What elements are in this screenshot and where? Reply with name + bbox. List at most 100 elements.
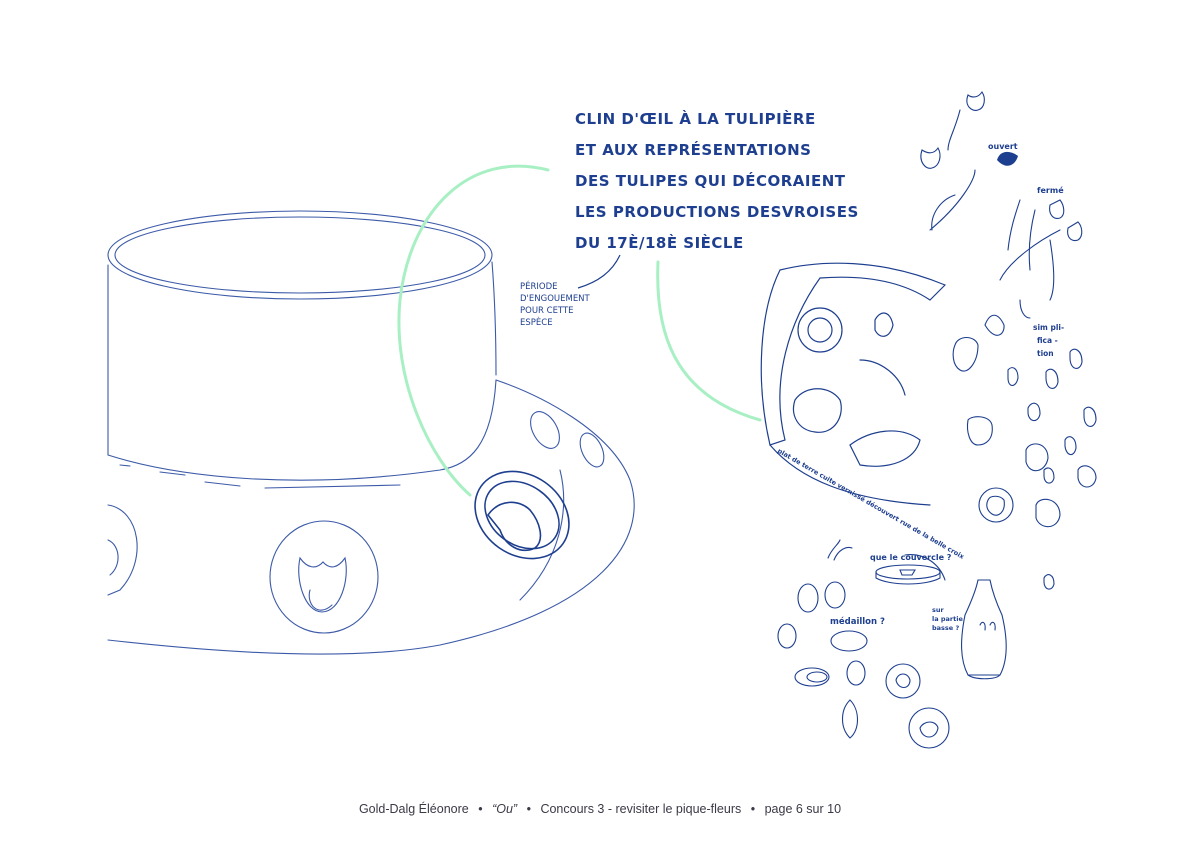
medallion-option-1	[797, 583, 819, 613]
tulip-stem-2	[947, 109, 961, 151]
footer-title: “Ou”	[492, 802, 518, 816]
annotation-period-line-4: espèce	[520, 318, 553, 328]
vase-rim-outer	[107, 210, 493, 300]
label-partie-basse-3: basse ?	[932, 624, 959, 632]
simplified-tulip-10	[1064, 436, 1077, 456]
simplified-tulip-4	[1045, 368, 1059, 389]
simplified-medallion-1-tulip	[986, 495, 1005, 516]
simplified-tulip-12	[1043, 467, 1055, 484]
label-ouvert: ouvert	[988, 142, 1018, 151]
vase-band-left	[119, 464, 186, 476]
medallion-option-7-tulip	[895, 673, 911, 689]
medallion-option-3	[777, 623, 797, 649]
plate-flower	[849, 430, 921, 467]
vase-hole-2	[579, 432, 605, 468]
lid-knob	[899, 569, 916, 576]
footer-separator: •	[526, 802, 531, 816]
footer-separator: •	[478, 802, 483, 816]
plate-stem	[859, 359, 906, 396]
annotation-period-line-3: pour cette	[520, 306, 574, 316]
label-simplification-2: fica -	[1037, 336, 1058, 345]
tulip-stems-closed	[1007, 199, 1036, 271]
tulip-motif-front	[298, 556, 347, 613]
plate-bud	[874, 312, 894, 337]
vase-base-sketch	[961, 579, 1007, 676]
annotation-main: Clin d'œil à la tulipière et aux représe…	[575, 104, 859, 259]
plate-scroll-1-inner	[807, 317, 833, 343]
plate-scroll-1	[797, 307, 843, 353]
simplified-tulip-1	[984, 314, 1005, 336]
annotation-main-line-1: Clin d'œil à la tulipière	[575, 110, 816, 128]
connector-period-note	[577, 254, 621, 289]
medallion-option-5	[794, 667, 830, 687]
medallion-option-6	[846, 660, 866, 686]
vase-medallion-front	[269, 520, 379, 634]
tulip-closed-2	[1067, 221, 1083, 242]
simplification-arrow	[1019, 299, 1031, 319]
footer-page-number: page 6 sur 10	[764, 802, 842, 816]
vase-medallion-highlight-inner	[484, 480, 560, 550]
footer-separator: •	[750, 802, 756, 816]
plate-rim	[760, 262, 947, 446]
connector-to-medallion	[397, 164, 550, 497]
label-partie-basse-1: sur	[932, 606, 944, 614]
simplified-medallion-1	[978, 487, 1014, 523]
footer-author: Gold-Dalg Éléonore	[358, 802, 469, 816]
simplified-tulip-5	[1069, 348, 1083, 369]
vase-contour-inner	[519, 469, 565, 601]
simplified-tulip-7	[966, 416, 993, 446]
simplified-tulip-14	[1043, 574, 1055, 590]
medallion-option-4	[830, 630, 868, 652]
lid-top	[875, 564, 941, 580]
lid-side	[875, 571, 941, 585]
annotation-main-line-2: et aux représentations	[575, 141, 812, 159]
vase-base-foot	[967, 674, 1001, 680]
footer-contest: Concours 3 - revisiter le pique-fleurs	[540, 802, 742, 816]
vase-neck-right	[491, 261, 497, 376]
tulip-motif-front-line	[308, 589, 333, 611]
label-couvercle: que le couvercle ?	[870, 553, 952, 562]
tulip-leaf	[999, 229, 1061, 281]
grass-sketch	[827, 539, 853, 561]
medallion-option-9	[908, 707, 950, 749]
tulip-motif-highlight	[486, 501, 542, 552]
annotation-main-line-4: les productions desvroises	[575, 203, 859, 221]
tulip-study-1	[920, 146, 941, 169]
page-footer: Gold-Dalg Éléonore • “Ou” • Concours 3 -…	[0, 802, 1200, 816]
simplified-tulip-11	[1077, 465, 1097, 488]
simplified-tulip-6	[1027, 402, 1041, 422]
vase-medallion-highlight	[474, 470, 570, 560]
simplified-tulip-13	[1035, 498, 1061, 528]
annotation-period-line-1: Période	[520, 282, 558, 292]
plate-edge-bottom	[769, 444, 931, 506]
annotation-period-line-2: d'engouement	[520, 294, 590, 304]
simplified-tulip-9	[1025, 443, 1049, 472]
medallion-option-5-inner	[806, 671, 828, 683]
vase-body-right	[107, 379, 635, 655]
simplified-tulip-8	[1083, 406, 1097, 427]
label-medaillon: médaillon ?	[830, 616, 885, 627]
medallion-option-8	[841, 699, 859, 739]
tulip-stem-3	[1049, 239, 1055, 301]
label-simplification-1: sim pli-	[1033, 323, 1064, 332]
label-ferme: fermé	[1037, 185, 1064, 195]
vase-base-motif	[979, 621, 996, 631]
tulip-filled-icon	[997, 151, 1018, 166]
vase-medallion-left	[107, 504, 138, 596]
simplified-tulip-2	[952, 336, 979, 372]
annotation-main-line-5: du 17è/18è siècle	[575, 234, 744, 252]
annotation-period: Période d'engouement pour cette espèce	[520, 281, 610, 329]
simplified-tulip-3	[1007, 367, 1019, 387]
plate-caption: plat de terre cuite vernissé découvert r…	[776, 447, 966, 561]
connector-to-plate	[656, 260, 762, 422]
label-simplification-3: tion	[1037, 349, 1054, 358]
vase-shoulder-front	[107, 379, 497, 481]
label-partie-basse-2: la partie	[932, 615, 963, 623]
medallion-option-7	[885, 663, 921, 699]
medallion-option-9-tulip	[919, 721, 939, 738]
tulip-stem-1	[929, 169, 976, 231]
medallion-option-2	[824, 581, 846, 609]
vase-band-mid	[204, 481, 401, 489]
plate-tulip	[793, 388, 842, 433]
